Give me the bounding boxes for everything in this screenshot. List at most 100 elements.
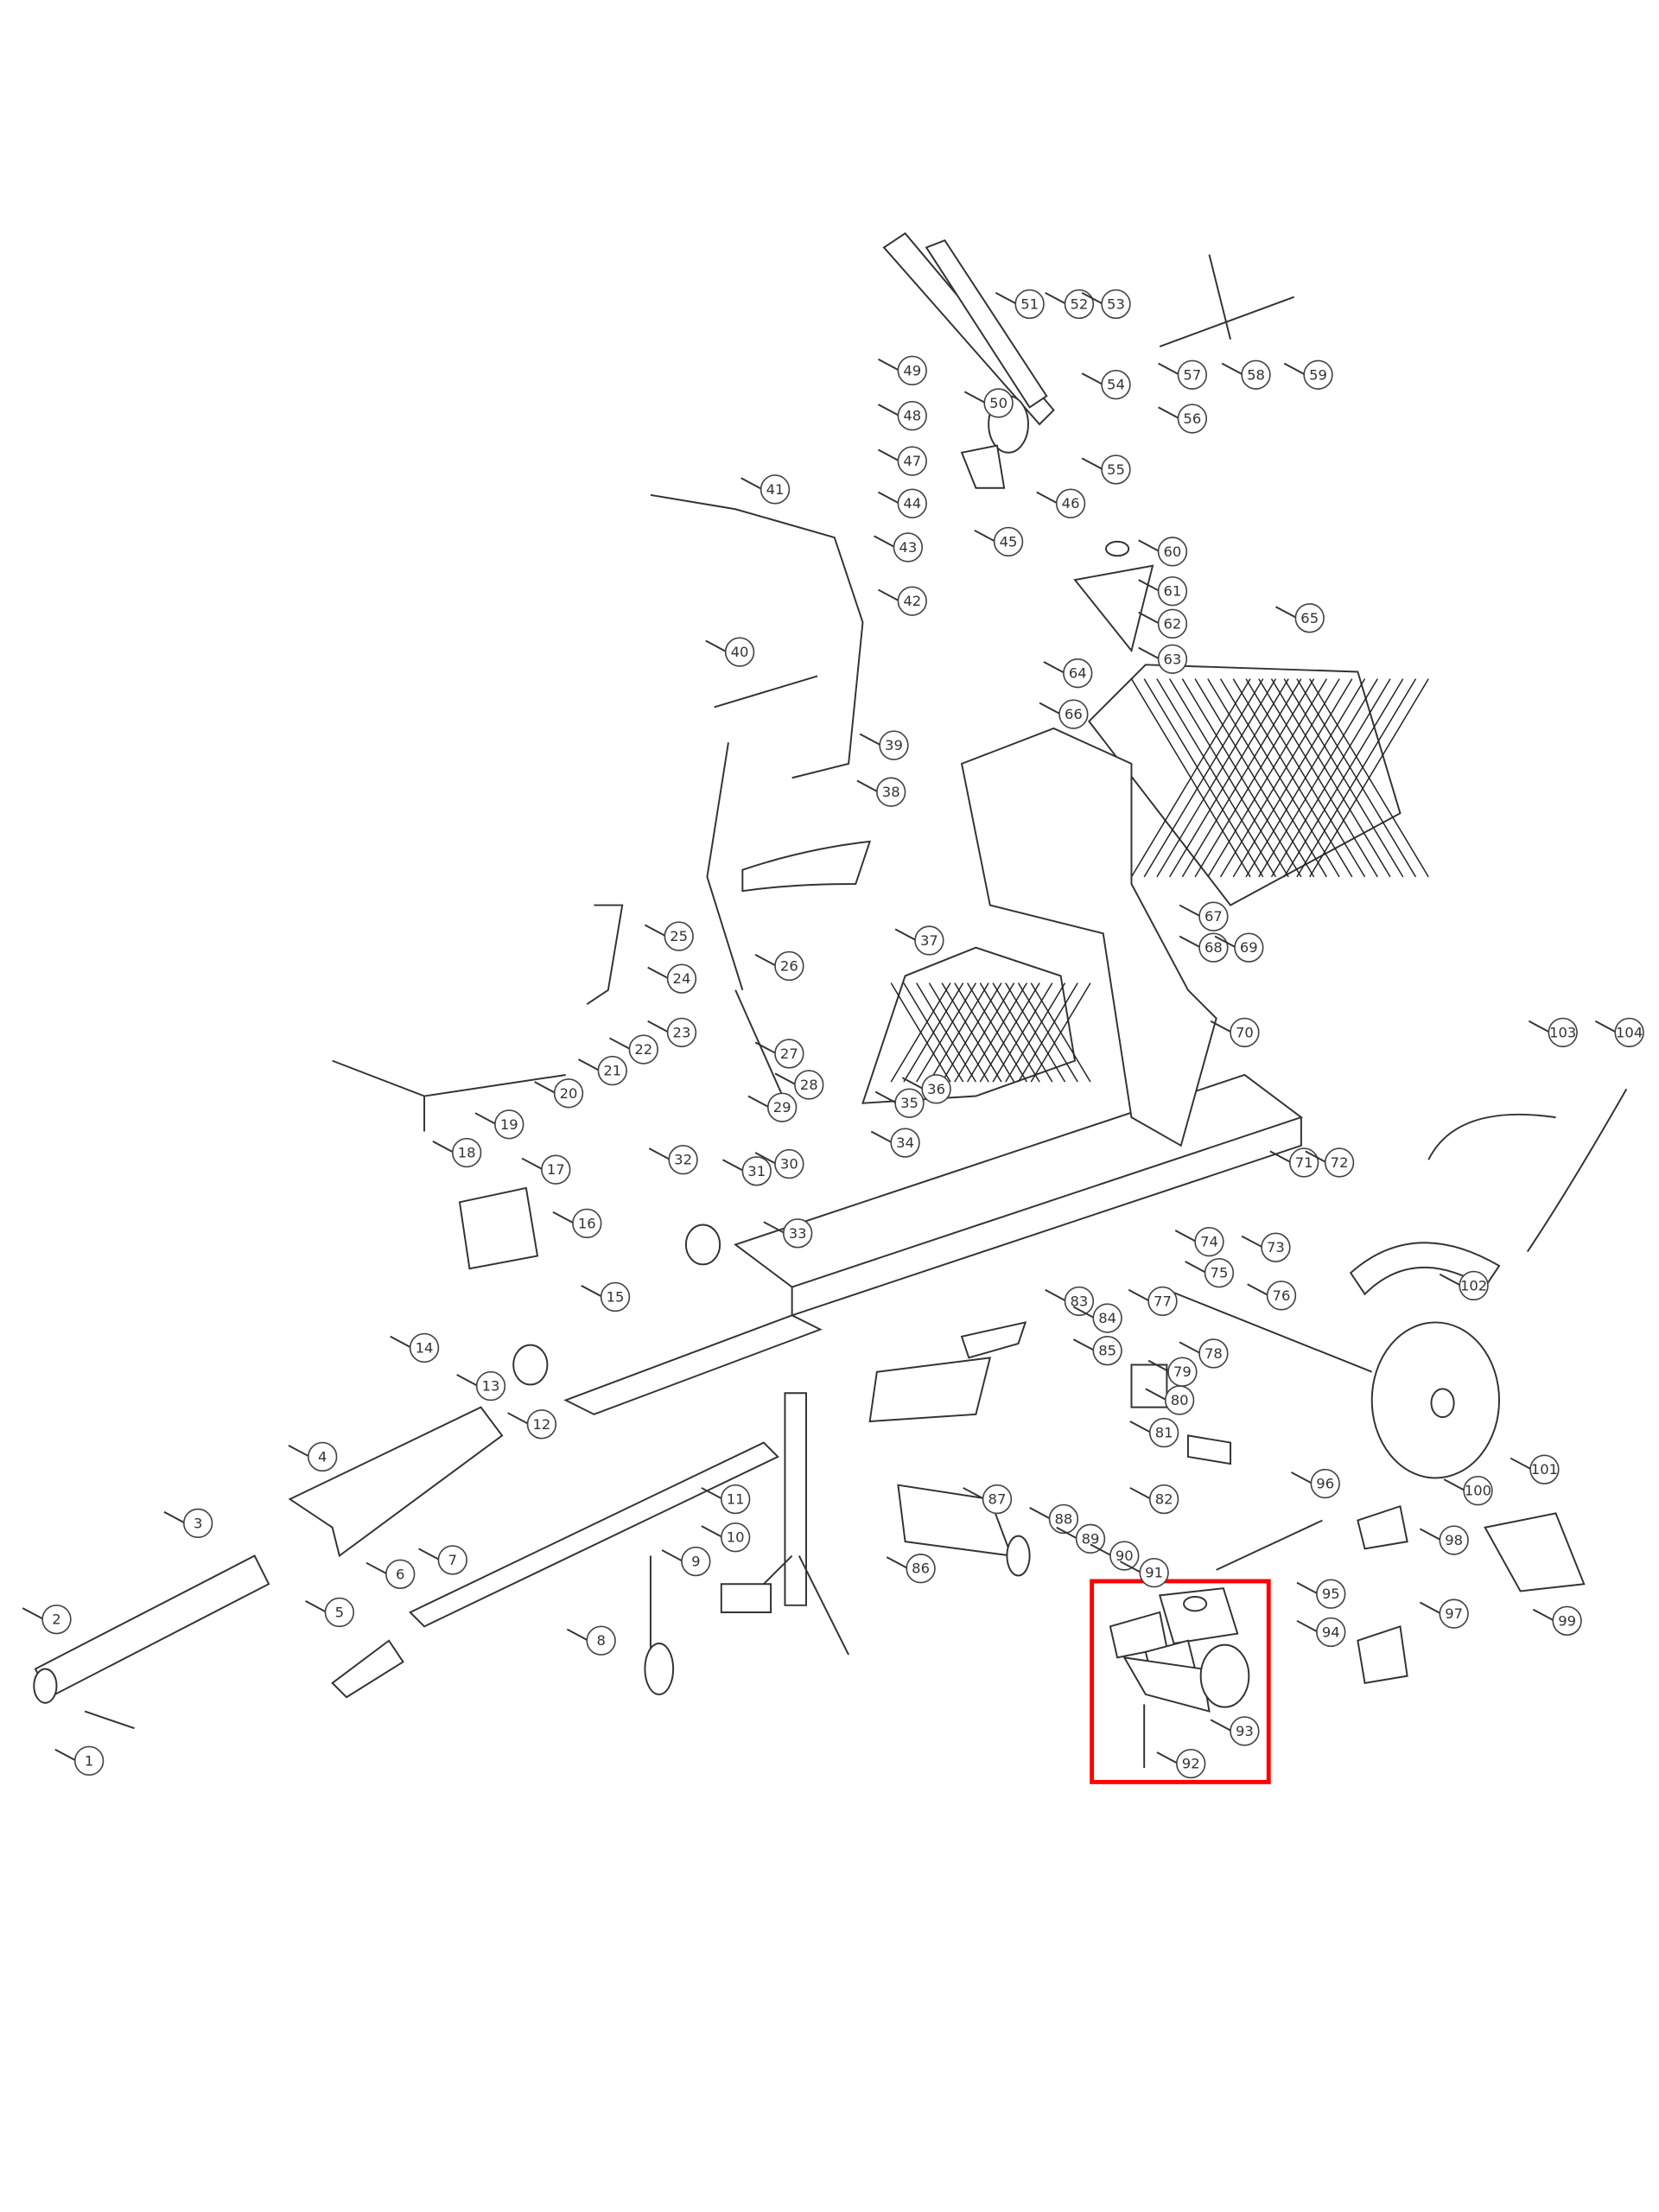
callout-number: 84	[1098, 1310, 1116, 1326]
callout-37: 37	[894, 925, 944, 956]
battery	[458, 1186, 539, 1270]
callout-circle	[983, 388, 1014, 418]
callout-number: 96	[1316, 1476, 1334, 1492]
callout-circle	[890, 1128, 920, 1158]
callout-number: 4	[318, 1448, 327, 1465]
callout-circle	[774, 1039, 804, 1069]
callout-number: 102	[1460, 1277, 1487, 1294]
leader-line	[1185, 1261, 1207, 1274]
leader-line	[1241, 1235, 1264, 1249]
callout-circle	[666, 1017, 697, 1048]
leader-line	[507, 1412, 530, 1426]
callout-77: 77	[1128, 1286, 1178, 1317]
callout-number: 49	[903, 362, 921, 378]
callout-96: 96	[1290, 1468, 1340, 1499]
callout-19: 19	[474, 1109, 524, 1140]
callout-number: 94	[1322, 1624, 1340, 1640]
callout-circle	[876, 777, 906, 807]
callout-number: 12	[532, 1416, 550, 1433]
callout-72: 72	[1305, 1147, 1355, 1178]
callout-circle	[906, 1554, 936, 1584]
callout-circle	[1552, 1605, 1582, 1636]
callout-number: 59	[1309, 366, 1327, 383]
leader-line	[1072, 1306, 1096, 1319]
leader-line	[1081, 457, 1104, 471]
leader-line	[1029, 1506, 1052, 1520]
callout-circle	[879, 730, 909, 760]
callout-53: 53	[1081, 289, 1131, 320]
callout-circle	[1234, 932, 1264, 963]
leader-line	[1158, 362, 1180, 376]
callout-47: 47	[878, 446, 927, 476]
callout-number: 100	[1465, 1483, 1491, 1499]
callout-number: 85	[1098, 1343, 1116, 1359]
callout-circle	[1075, 1523, 1106, 1554]
callout-number: 86	[912, 1560, 930, 1577]
callout-circle	[1198, 901, 1229, 931]
callout-number: 38	[882, 784, 900, 800]
callout-25: 25	[644, 921, 694, 951]
leader-line	[894, 928, 918, 942]
leader-line	[1138, 579, 1160, 593]
callout-45: 45	[974, 526, 1024, 557]
callout-circle	[893, 532, 924, 563]
callout-number: 40	[731, 644, 749, 660]
guard-hood	[960, 727, 1217, 1147]
leader-line	[1594, 1020, 1618, 1033]
callout-circle	[681, 1546, 711, 1577]
callout-102: 102	[1439, 1270, 1489, 1301]
callout-number: 97	[1445, 1605, 1463, 1622]
callout-number: 75	[1211, 1265, 1229, 1281]
callout-27: 27	[754, 1039, 804, 1069]
callout-75: 75	[1185, 1257, 1235, 1288]
callout-85: 85	[1072, 1335, 1122, 1366]
callout-circle	[1261, 1232, 1291, 1262]
callout-circle	[774, 1148, 804, 1179]
callout-number: 2	[52, 1611, 60, 1628]
leader-line	[721, 1159, 745, 1173]
callout-number: 99	[1558, 1612, 1576, 1629]
callout-49: 49	[878, 355, 927, 386]
leader-line	[974, 529, 996, 543]
callout-circle	[1194, 1226, 1224, 1257]
callout-3: 3	[163, 1508, 213, 1539]
callout-circle	[600, 1281, 631, 1313]
callout-number: 11	[727, 1491, 745, 1508]
callout-69: 69	[1214, 932, 1264, 963]
callout-circle	[782, 1218, 813, 1249]
callout-circle	[1266, 1281, 1297, 1311]
callout-circle	[1101, 370, 1131, 400]
callout-circle	[586, 1625, 616, 1656]
leader-line	[886, 1556, 909, 1570]
leader-line	[878, 404, 900, 417]
leader-line	[521, 1157, 544, 1171]
callout-73: 73	[1241, 1232, 1291, 1262]
hydraulic-cylinder	[34, 1554, 270, 1699]
callout-11: 11	[701, 1484, 751, 1515]
callout-circle	[1294, 603, 1325, 633]
tongue-frame	[409, 1441, 779, 1628]
leader-line	[163, 1510, 186, 1524]
leader-line	[648, 1147, 671, 1161]
callout-1: 1	[54, 1745, 105, 1777]
callout-number: 65	[1300, 610, 1319, 626]
leader-line	[859, 733, 882, 747]
callout-number: 43	[899, 539, 917, 556]
leader-line	[1147, 1359, 1171, 1373]
leader-line	[390, 1335, 412, 1349]
leader-line	[456, 1374, 479, 1387]
leader-line	[1138, 646, 1160, 660]
callout-13: 13	[456, 1370, 506, 1402]
callout-circle	[308, 1441, 338, 1472]
callout-number: 63	[1164, 651, 1182, 667]
callout-number: 15	[607, 1288, 625, 1305]
large-mesh-cage	[1088, 664, 1402, 906]
callout-circle	[1439, 1599, 1469, 1629]
leader-line	[647, 966, 670, 980]
callout-number: 87	[988, 1491, 1007, 1508]
callout-number: 25	[670, 928, 688, 944]
callout-circle	[897, 488, 927, 518]
callout-circle	[1241, 359, 1271, 390]
callout-circle	[409, 1332, 440, 1363]
callout-50: 50	[963, 388, 1014, 418]
